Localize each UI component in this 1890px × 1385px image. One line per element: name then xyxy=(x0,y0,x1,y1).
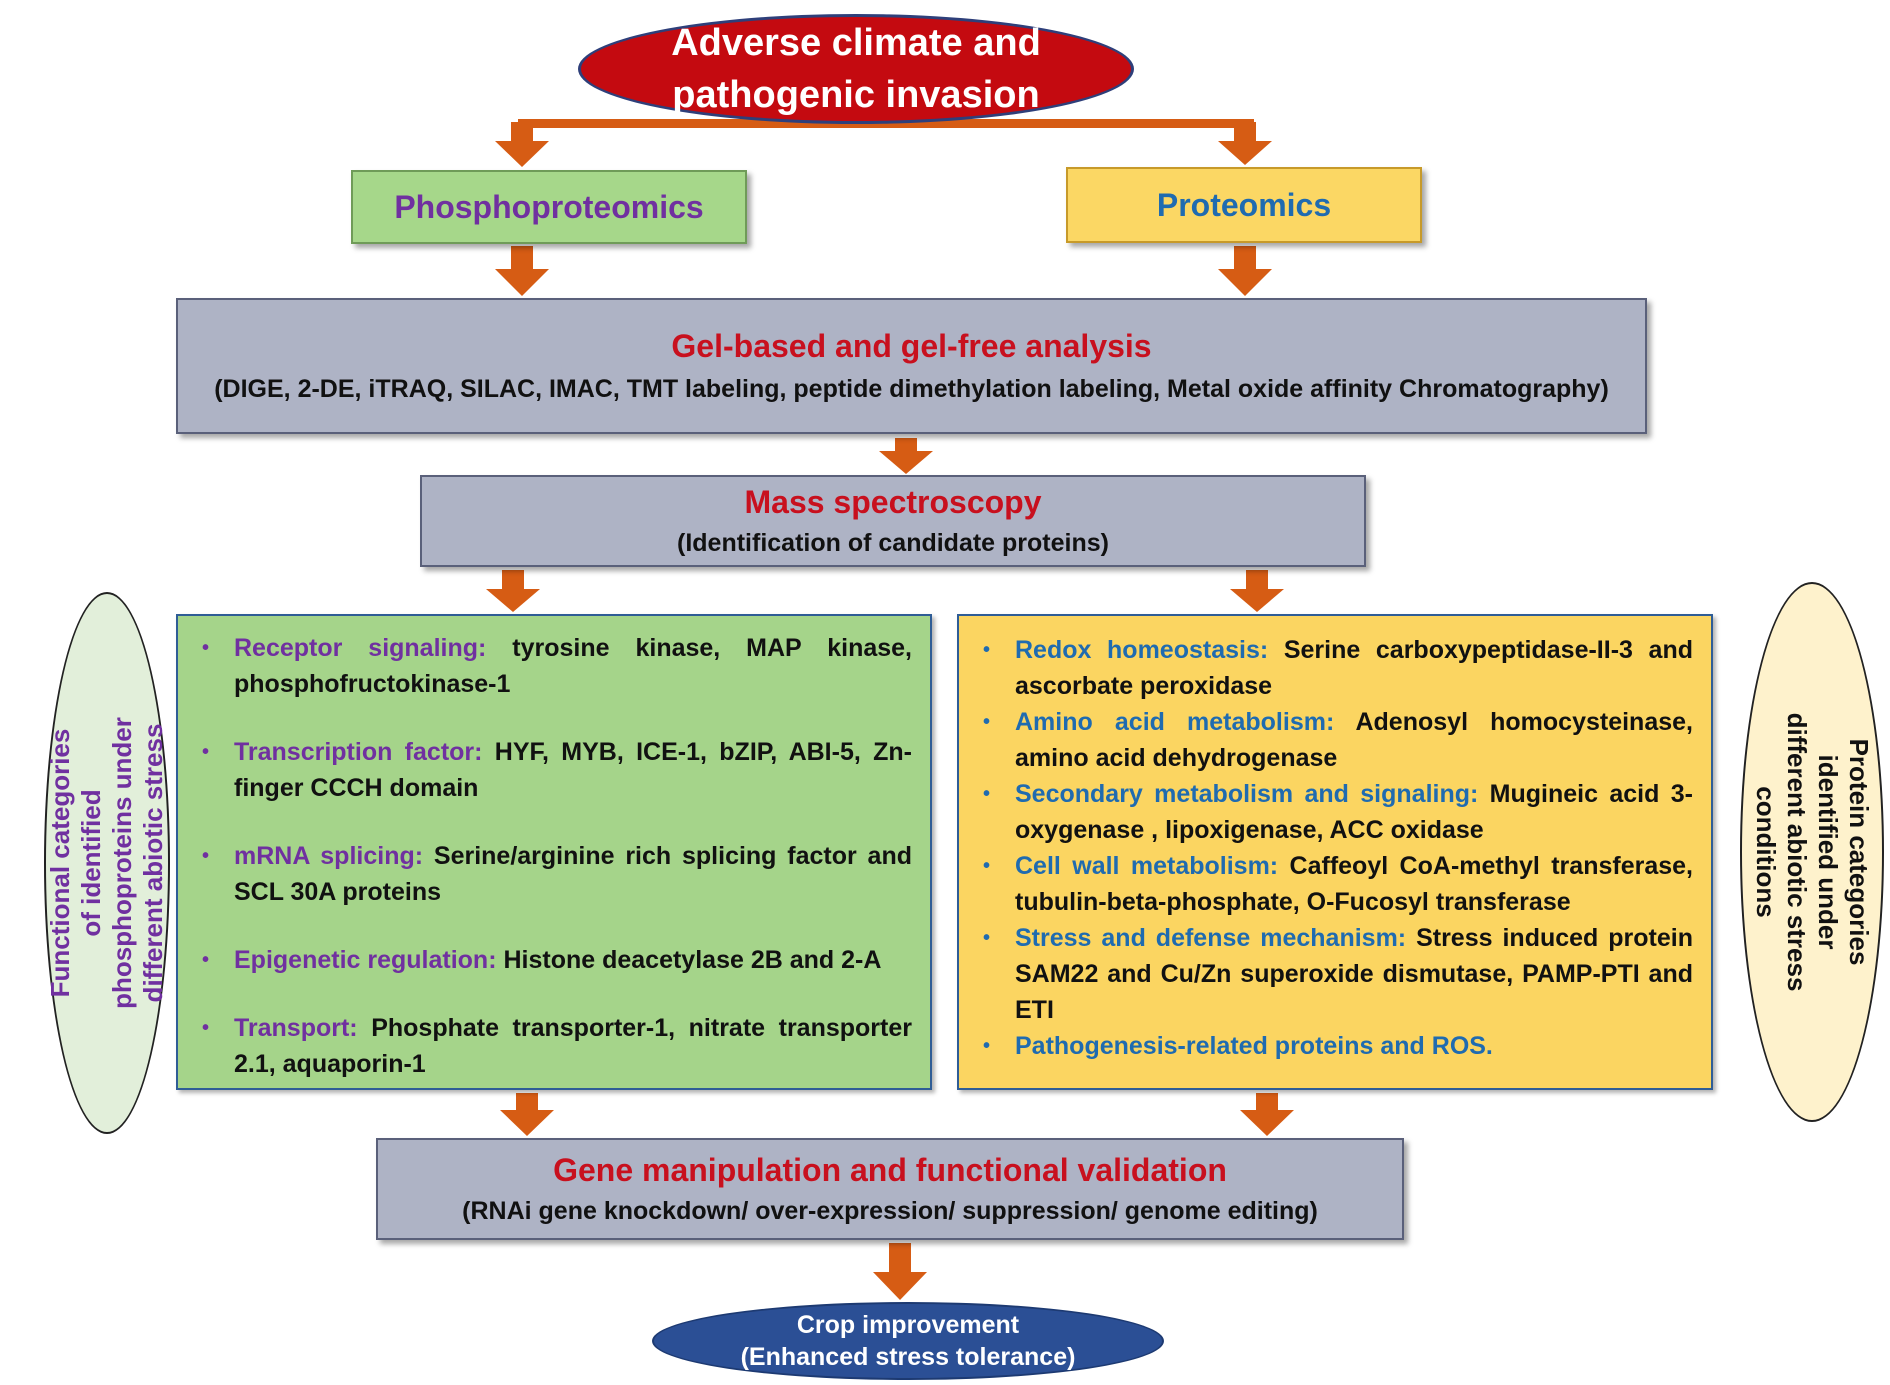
phosphoproteomics-label: Phosphoproteomics xyxy=(394,188,704,225)
bullet-icon: • xyxy=(983,711,991,733)
arrow-gene-to-crop xyxy=(873,1243,927,1300)
bullet-icon: • xyxy=(983,1035,991,1057)
protein-categories-panel: • Redox homeostasis: Serine carboxypeptid… xyxy=(957,614,1713,1090)
adverse-climate-ellipse: Adverse climate and pathogenic invasion xyxy=(578,14,1134,124)
proteomics-box: Proteomics xyxy=(1066,167,1422,243)
mass-spectroscopy-box: Mass spectroscopy (Identification of can… xyxy=(420,475,1366,567)
side-label-line: of identified xyxy=(76,789,106,937)
phosphoprotein-category-list: • Receptor signaling: tyrosine kinase, MA… xyxy=(196,630,912,1082)
arrow-phospho-to-gel xyxy=(495,246,549,296)
phosphoprotein-categories-panel: • Receptor signaling: tyrosine kinase, MA… xyxy=(176,614,932,1090)
mass-spectroscopy-title: Mass spectroscopy xyxy=(744,484,1042,520)
list-item: • Cell wall metabolism: Caffeoyl CoA-meth… xyxy=(977,848,1693,920)
bullet-icon: • xyxy=(202,845,210,867)
bullet-icon: • xyxy=(983,855,991,877)
category-text: Histone deacetylase 2B and 2-A xyxy=(496,946,882,974)
protein-category-list: • Redox homeostasis: Serine carboxypeptid… xyxy=(977,632,1693,1064)
side-label-line: identified under xyxy=(1813,754,1843,950)
bullet-icon: • xyxy=(983,783,991,805)
bullet-icon: • xyxy=(202,1017,210,1039)
category-key: Secondary metabolism and signaling: xyxy=(1015,780,1479,808)
side-label-line: Protein categories xyxy=(1844,738,1874,966)
adverse-climate-line2: pathogenic invasion xyxy=(672,74,1040,116)
side-label-line: conditions xyxy=(1751,786,1781,918)
category-key: Epigenetic regulation: xyxy=(234,946,497,974)
category-key: mRNA splicing: xyxy=(234,842,424,870)
side-label-line: Functional categories xyxy=(45,728,75,998)
adverse-climate-line1: Adverse climate and xyxy=(671,22,1041,64)
list-item: • Transcription factor: HYF, MYB, ICE-1, … xyxy=(196,734,912,806)
phospho-categories-side-text: Functional categories of identified phos… xyxy=(45,653,169,1073)
list-item: • Epigenetic regulation: Histone deacetyl… xyxy=(196,942,912,978)
arrow-proteomics-to-gel xyxy=(1218,246,1272,296)
arrow-mass-to-protein-categories xyxy=(1230,570,1284,612)
category-text: Adenosyl homocysteinase, amino acid dehy… xyxy=(1015,708,1693,772)
arrow-mass-to-phospho-categories xyxy=(486,570,540,612)
category-key: Amino acid metabolism: xyxy=(1015,708,1335,736)
arrow-gel-to-mass xyxy=(879,438,933,474)
category-text: Serine/arginine rich splicing factor and… xyxy=(234,842,912,906)
arrow-to-proteomics xyxy=(1218,122,1272,165)
list-item: • Redox homeostasis: Serine carboxypeptid… xyxy=(977,632,1693,704)
list-item: • Receptor signaling: tyrosine kinase, MA… xyxy=(196,630,912,702)
category-text: Phosphate transporter-1, nitrate transpo… xyxy=(234,1014,912,1078)
gene-manipulation-subtitle: (RNAi gene knockdown/ over-expression/ s… xyxy=(462,1197,1318,1225)
category-key: Transcription factor: xyxy=(234,738,483,766)
category-text: Stress induced protein SAM22 and Cu/Zn s… xyxy=(1015,924,1693,1024)
bullet-icon: • xyxy=(202,741,210,763)
side-label-line: phosphoproteins under xyxy=(107,717,137,1009)
gel-analysis-box: Gel-based and gel-free analysis (DIGE, 2… xyxy=(176,298,1647,434)
arrow-phospho-categories-to-gene xyxy=(500,1093,554,1136)
protein-categories-side-label: Protein categories identified under diff… xyxy=(1740,582,1884,1122)
gel-analysis-title: Gel-based and gel-free analysis xyxy=(671,328,1152,364)
gene-manipulation-title: Gene manipulation and functional validat… xyxy=(553,1152,1227,1188)
arrow-protein-categories-to-gene xyxy=(1240,1093,1294,1136)
list-item: • Stress and defense mechanism: Stress in… xyxy=(977,920,1693,1028)
category-key: Pathogenesis-related proteins and ROS. xyxy=(1015,1032,1493,1060)
category-text: Serine carboxypeptidase-II-3 and ascorba… xyxy=(1015,636,1693,700)
gel-analysis-subtitle: (DIGE, 2-DE, iTRAQ, SILAC, IMAC, TMT lab… xyxy=(214,375,1609,403)
list-item: • Pathogenesis-related proteins and ROS. xyxy=(977,1028,1693,1064)
crop-improvement-line2: (Enhanced stress tolerance) xyxy=(740,1343,1076,1371)
category-text: Caffeoyl CoA-methyl transferase, tubulin… xyxy=(1015,852,1693,916)
bullet-icon: • xyxy=(202,949,210,971)
mass-spectroscopy-subtitle: (Identification of candidate proteins) xyxy=(677,529,1109,557)
bullet-icon: • xyxy=(202,637,210,659)
crop-improvement-line1: Crop improvement xyxy=(796,1311,1020,1339)
list-item: • mRNA splicing: Serine/arginine rich spl… xyxy=(196,838,912,910)
proteomics-label: Proteomics xyxy=(1156,186,1332,223)
category-text: Mugineic acid 3-oxygenase , lipoxigenase… xyxy=(1015,780,1693,844)
phospho-categories-side-label: Functional categories of identified phos… xyxy=(44,592,170,1134)
bullet-icon: • xyxy=(983,927,991,949)
gene-manipulation-box: Gene manipulation and functional validat… xyxy=(376,1138,1404,1240)
side-label-line: different abiotic stress xyxy=(138,723,168,1003)
category-key: Transport: xyxy=(234,1014,358,1042)
category-key: Cell wall metabolism: xyxy=(1015,852,1279,880)
phosphoproteomics-box: Phosphoproteomics xyxy=(351,170,747,244)
category-key: Stress and defense mechanism: xyxy=(1015,924,1407,952)
list-item: • Transport: Phosphate transporter-1, nit… xyxy=(196,1010,912,1082)
crop-improvement-ellipse: Crop improvement (Enhanced stress tolera… xyxy=(652,1302,1164,1380)
list-item: • Amino acid metabolism: Adenosyl homocys… xyxy=(977,704,1693,776)
side-label-line: different abiotic stress xyxy=(1782,712,1812,992)
category-text: HYF, MYB, ICE-1, bZIP, ABI-5, Zn-finger … xyxy=(234,738,912,802)
bullet-icon: • xyxy=(983,639,991,661)
arrow-to-phosphoproteomics xyxy=(495,122,549,167)
list-item: • Secondary metabolism and signaling: Mug… xyxy=(977,776,1693,848)
protein-categories-side-text: Protein categories identified under diff… xyxy=(1750,652,1874,1052)
category-text: tyrosine kinase, MAP kinase, phosphofruc… xyxy=(234,634,912,698)
category-key: Redox homeostasis: xyxy=(1015,636,1269,664)
category-key: Receptor signaling: xyxy=(234,634,487,662)
